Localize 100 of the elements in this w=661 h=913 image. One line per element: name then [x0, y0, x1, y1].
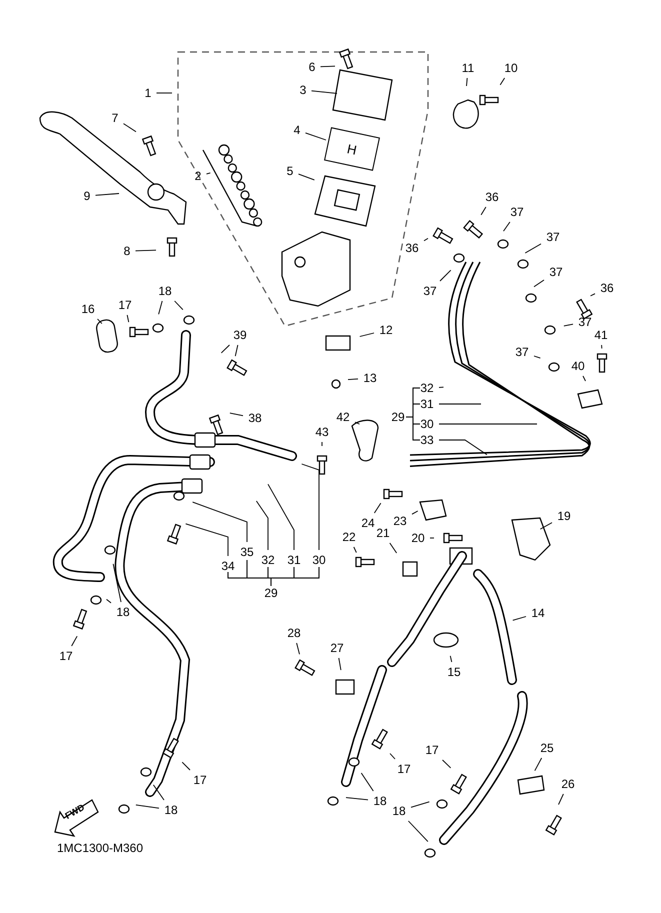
- leader-line: [353, 546, 357, 554]
- callout-number: 17: [193, 774, 207, 786]
- callout-number: 23: [393, 515, 407, 527]
- leader-line: [563, 324, 574, 326]
- callout-number: 5: [286, 165, 294, 177]
- callout-number: 32: [261, 554, 275, 566]
- leader-line: [450, 655, 452, 662]
- callout-number: 40: [571, 360, 585, 372]
- leader-line: [268, 484, 294, 550]
- callout-number: 36: [600, 282, 614, 294]
- leader-line: [360, 772, 374, 792]
- leader-line: [234, 344, 238, 357]
- leader-line: [480, 206, 486, 216]
- callout-number: 16: [81, 303, 95, 315]
- callout-number: 20: [411, 532, 425, 544]
- callout-number: 29: [264, 587, 278, 599]
- leader-line: [305, 132, 326, 140]
- leader-line: [123, 123, 136, 132]
- leader-line: [540, 522, 552, 530]
- callout-number: 9: [84, 190, 90, 202]
- callout-number: 17: [59, 650, 73, 662]
- leader-line: [438, 386, 444, 388]
- callout-number: 15: [447, 666, 461, 678]
- leader-line: [95, 193, 120, 196]
- callout-number: 37: [578, 316, 592, 328]
- leader-line: [301, 464, 320, 550]
- leader-line: [158, 300, 163, 315]
- leader-line: [320, 66, 336, 68]
- callout-number: 37: [546, 231, 560, 243]
- leader-line: [346, 797, 368, 800]
- callout-number: 10: [504, 62, 518, 74]
- leader-line: [192, 502, 248, 542]
- leader-line: [152, 784, 164, 800]
- leader-line: [412, 510, 418, 515]
- leader-line: [590, 293, 596, 296]
- leader-line: [126, 314, 130, 323]
- leader-line: [582, 376, 586, 382]
- callout-number: 19: [557, 510, 571, 522]
- callout-number: 38: [248, 412, 262, 424]
- diagram-code: 1MC1300-M360: [56, 842, 144, 854]
- leader-line: [440, 270, 452, 282]
- leader-line: [311, 90, 338, 94]
- callout-number: 28: [287, 627, 301, 639]
- callout-number: 7: [112, 112, 118, 124]
- callout-number: 17: [118, 299, 132, 311]
- leader-line: [524, 243, 542, 254]
- leader-line: [220, 344, 230, 354]
- leader-line: [359, 332, 374, 337]
- leader-line: [106, 598, 112, 604]
- callout-number: 29: [391, 411, 405, 423]
- callout-number: 42: [336, 411, 350, 423]
- leader-line: [71, 636, 78, 646]
- callout-number: 3: [300, 84, 306, 96]
- callout-number: 17: [397, 763, 411, 775]
- leader-line: [229, 412, 244, 416]
- leader-line: [424, 238, 428, 242]
- leader-line: [338, 658, 342, 671]
- leader-line: [500, 78, 506, 86]
- leader-line: [112, 563, 122, 602]
- leader-line: [390, 753, 396, 760]
- callout-number: 24: [361, 517, 375, 529]
- callout-number: 2: [194, 170, 202, 182]
- leader-line: [442, 760, 452, 768]
- leader-line: [438, 440, 488, 456]
- leader-line: [374, 502, 382, 514]
- callout-number: 39: [233, 329, 247, 341]
- leader-line: [408, 820, 428, 842]
- callout-number: 41: [594, 329, 608, 341]
- callout-number: 18: [392, 805, 406, 817]
- leader-line: [389, 542, 398, 554]
- leader-line: [156, 92, 172, 94]
- callout-number: 36: [485, 191, 499, 203]
- callout-number: 13: [363, 372, 377, 384]
- callout-number: 43: [315, 426, 329, 438]
- callout-number: 18: [164, 804, 178, 816]
- leader-line: [135, 804, 160, 809]
- callout-number: 31: [420, 398, 434, 410]
- leader-line: [534, 280, 544, 288]
- callout-number: 32: [420, 382, 434, 394]
- leader-line: [174, 300, 184, 310]
- callout-number: 37: [515, 346, 529, 358]
- callout-number: 18: [158, 285, 172, 297]
- leader-line: [354, 422, 360, 425]
- callout-number: 18: [373, 795, 387, 807]
- callout-number: 6: [308, 61, 316, 73]
- callout-number: 1: [144, 87, 152, 99]
- leader-line: [534, 356, 541, 359]
- callout-number: 22: [342, 531, 356, 543]
- leader-line: [410, 801, 430, 808]
- leader-line: [534, 758, 542, 772]
- leader-line: [512, 616, 526, 621]
- leader-line: [182, 762, 190, 770]
- leader-line: [206, 172, 211, 174]
- leader-line: [135, 250, 156, 252]
- callout-number: 4: [294, 124, 300, 136]
- leader-line: [298, 174, 315, 180]
- leader-line: [601, 344, 602, 349]
- callout-number: 8: [124, 245, 130, 257]
- callout-number: 27: [330, 642, 344, 654]
- callout-number: 18: [116, 606, 130, 618]
